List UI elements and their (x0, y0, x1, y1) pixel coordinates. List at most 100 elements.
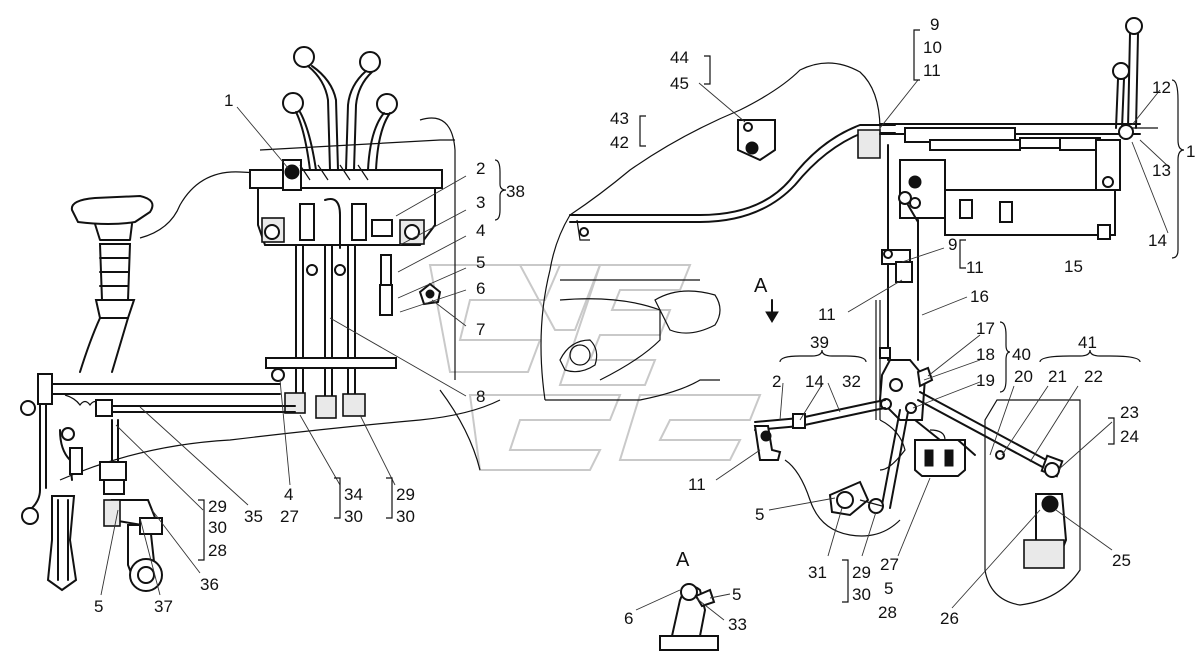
pedal-lever (828, 409, 909, 517)
callout-24: 24 (1120, 427, 1139, 446)
callout-9: 9 (930, 15, 939, 34)
hydraulic-cylinder (899, 159, 1116, 240)
callout-5: 5 (476, 253, 485, 272)
callout-13: 13 (1152, 161, 1171, 180)
callout-28: 28 (878, 603, 897, 622)
view-a-arrow (765, 299, 779, 323)
callout-29: 29 (396, 485, 415, 504)
callout-45: 45 (670, 74, 689, 93)
callout-38: 38 (506, 182, 525, 201)
lever-knob[interactable] (1125, 17, 1143, 35)
callout-30: 30 (208, 518, 227, 537)
callout-30: 30 (852, 585, 871, 604)
lower-arm (1023, 493, 1068, 569)
callout-18: 18 (976, 345, 995, 364)
callout-30: 30 (344, 507, 363, 526)
callout-37: 37 (154, 597, 173, 616)
leader-lines (100, 29, 1185, 621)
right-assembly (540, 17, 1158, 606)
callout-14: 14 (1148, 231, 1167, 250)
callout-4: 4 (476, 221, 485, 240)
rear-housing (984, 399, 1081, 606)
detail-a-label: A (676, 549, 690, 571)
lever-knob[interactable] (376, 93, 398, 115)
lever-knob[interactable] (282, 92, 304, 114)
callout-5: 5 (884, 579, 893, 598)
lever-knob[interactable] (359, 51, 381, 73)
vertical-rods (265, 244, 397, 419)
lower-crank (103, 499, 163, 592)
callout-44: 44 (670, 48, 689, 67)
rear-rods (917, 391, 1064, 478)
callout-26: 26 (940, 609, 959, 628)
callout-8: 8 (476, 387, 485, 406)
callout-25: 25 (1112, 551, 1131, 570)
callout-labels: 1 2 38 3 4 5 6 7 8 35 4 27 34 30 29 30 2… (94, 15, 1195, 634)
callout-17: 17 (976, 319, 995, 338)
callout-6: 6 (624, 609, 633, 628)
callout-21: 21 (1048, 367, 1067, 386)
callout-11: 11 (818, 305, 836, 324)
callout-43: 43 (610, 109, 629, 128)
callout-5: 5 (755, 505, 764, 524)
callout-1: 1 (1186, 142, 1195, 161)
callout-10: 10 (923, 38, 942, 57)
callout-41: 41 (1078, 333, 1097, 352)
callout-2: 2 (476, 159, 485, 178)
bracket (879, 347, 891, 359)
callout-42: 42 (610, 133, 629, 152)
callout-5: 5 (732, 585, 741, 604)
callout-36: 36 (200, 575, 219, 594)
cab-outline (540, 62, 881, 401)
callout-40: 40 (1012, 345, 1031, 364)
callout-16: 16 (970, 287, 989, 306)
support-bracket (914, 419, 976, 477)
callout-11: 11 (923, 61, 941, 80)
seat (70, 171, 301, 373)
callout-39: 39 (810, 333, 829, 352)
callout-34: 34 (344, 485, 363, 504)
lever-knob[interactable] (1112, 62, 1130, 80)
callout-27: 27 (880, 555, 899, 574)
callout-9: 9 (948, 235, 957, 254)
callout-12: 12 (1152, 78, 1171, 97)
callout-30: 30 (396, 507, 415, 526)
callout-11: 11 (688, 475, 706, 494)
callout-28: 28 (208, 541, 227, 560)
callout-15: 15 (1064, 257, 1083, 276)
horizontal-rod (20, 373, 296, 592)
callout-11: 11 (966, 258, 984, 277)
callout-35: 35 (244, 507, 263, 526)
callout-3: 3 (476, 193, 485, 212)
callout-14: 14 (805, 372, 824, 391)
callout-27: 27 (280, 507, 299, 526)
bellcrank-lever (878, 359, 934, 421)
cable-clamp-block (737, 119, 776, 162)
callout-19: 19 (976, 371, 995, 390)
callout-31: 31 (808, 563, 827, 582)
callout-23: 23 (1120, 403, 1139, 422)
callout-5: 5 (94, 597, 103, 616)
view-a-label: A (754, 275, 768, 297)
callout-20: 20 (1014, 367, 1033, 386)
callout-2: 2 (772, 372, 781, 391)
control-levers (282, 46, 398, 181)
callout-22: 22 (1084, 367, 1103, 386)
callout-6: 6 (476, 279, 485, 298)
top-levers (879, 17, 1158, 191)
bracket-nut (418, 282, 442, 306)
housing-contour (59, 399, 501, 481)
callout-29: 29 (208, 497, 227, 516)
callout-32: 32 (842, 372, 861, 391)
left-assembly (20, 46, 501, 592)
callout-33: 33 (728, 615, 747, 634)
link-rods (753, 399, 886, 461)
detail-a-view (659, 583, 719, 651)
lever-knob[interactable] (293, 46, 315, 68)
callout-29: 29 (852, 563, 871, 582)
hydraulic-distributor-valve (249, 139, 455, 249)
callout-7: 7 (476, 320, 485, 339)
callout-4: 4 (284, 485, 293, 504)
vertical-link (881, 144, 919, 361)
